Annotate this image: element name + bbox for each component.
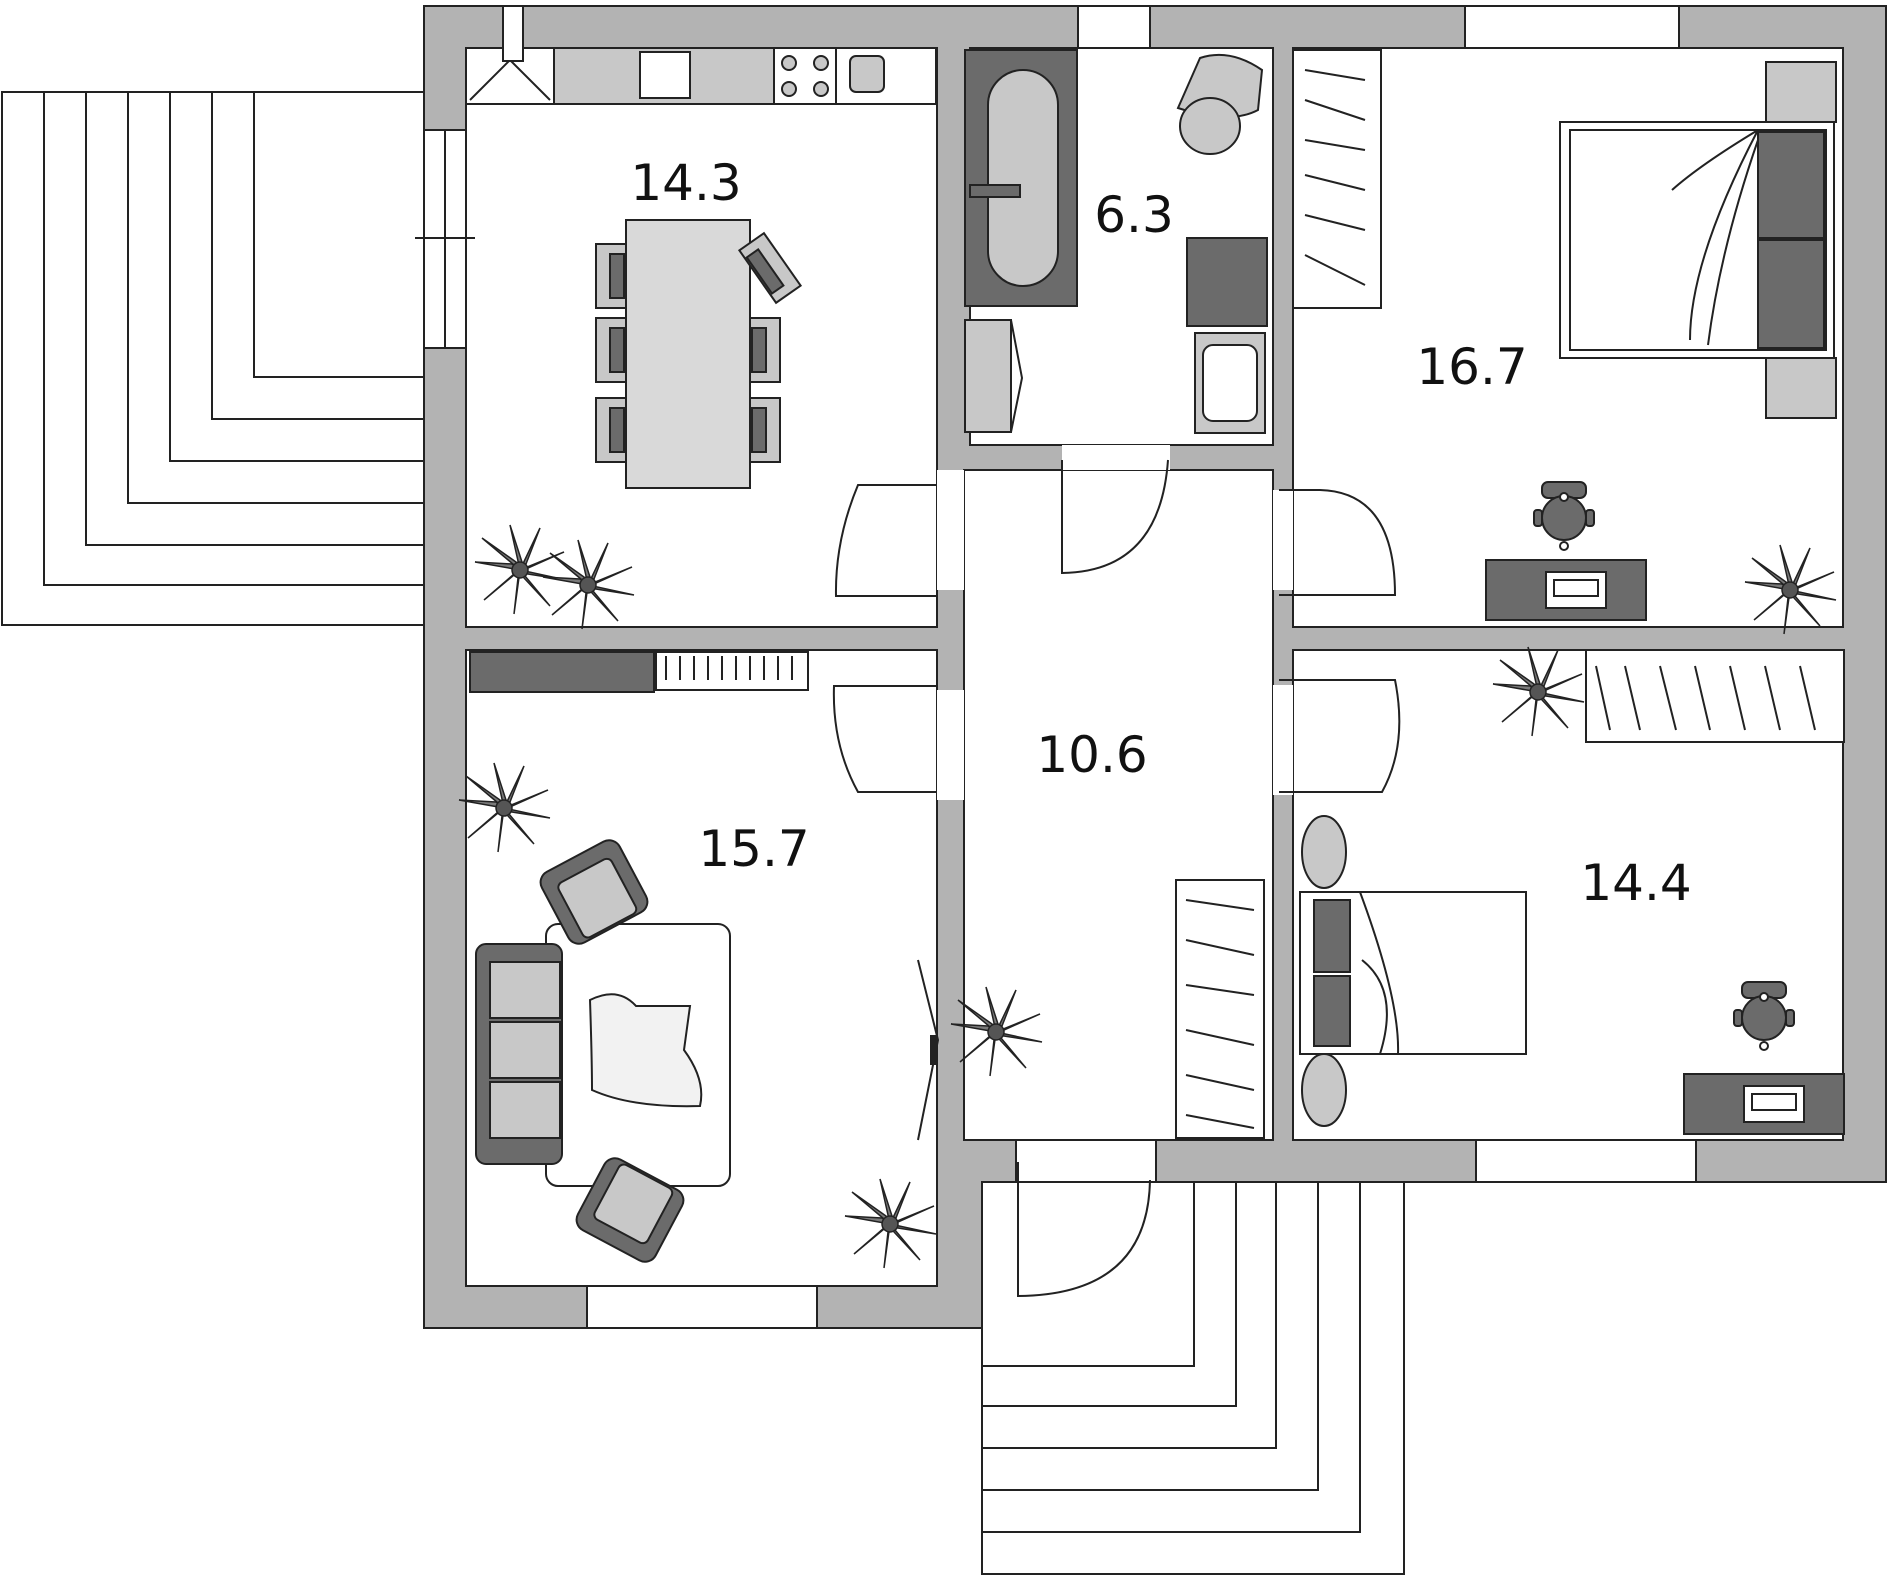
plant-icon [542, 539, 635, 630]
area-label-bathroom: 6.3 [1094, 186, 1174, 244]
kitchen-furniture [465, 5, 937, 630]
bedroom-1-furniture [1292, 49, 1837, 635]
area-label-hall: 10.6 [1036, 726, 1147, 784]
plant-icon [844, 1178, 937, 1269]
living-room-furniture [458, 651, 940, 1269]
area-label-living-room: 15.7 [698, 820, 809, 878]
armchair-icon [539, 839, 649, 945]
desk-icon [1485, 559, 1647, 621]
bedroom-2-furniture [1299, 646, 1845, 1135]
desk-icon [1683, 1073, 1845, 1135]
stove-icon [773, 47, 837, 105]
plant-icon [1492, 646, 1585, 737]
doors [832, 459, 1401, 1298]
chair-icon [1733, 981, 1795, 1051]
tv-stand [469, 651, 655, 693]
plant-icon [458, 762, 551, 853]
area-label-bedroom-1: 16.7 [1416, 338, 1527, 396]
plant-icon [1744, 544, 1837, 635]
bookshelf [655, 651, 809, 691]
wardrobe-icon [1585, 649, 1845, 743]
wardrobe-icon [1175, 879, 1265, 1139]
hall-furniture [950, 879, 1265, 1139]
left-terrace [1, 91, 425, 626]
chair-icon [1533, 481, 1595, 551]
plant-icon [474, 524, 567, 615]
wardrobe-icon [1292, 49, 1382, 309]
walls [415, 5, 1887, 1329]
front-steps [981, 1181, 1405, 1575]
dining-table [625, 219, 751, 489]
armchair-icon [575, 1157, 685, 1263]
area-label-kitchen: 14.3 [630, 154, 741, 212]
area-label-bedroom-2: 14.4 [1580, 854, 1691, 912]
bathroom-furniture [964, 49, 1268, 434]
coffee-table [588, 993, 703, 1108]
